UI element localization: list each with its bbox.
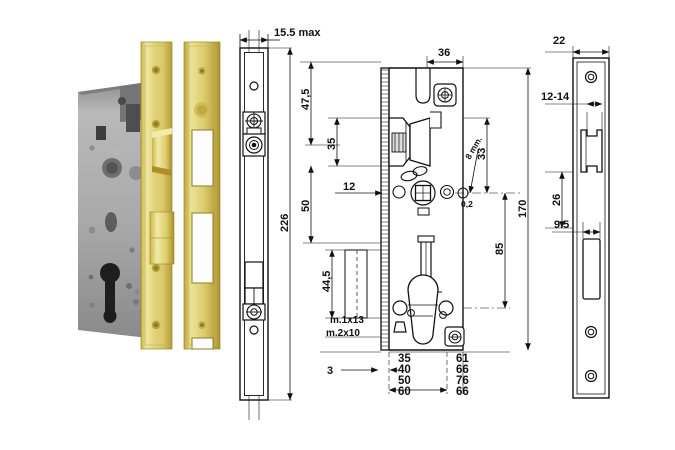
table-col1-row4: 60 [398,386,411,398]
dim-latch-center: 35 [326,138,338,150]
latch-bolt [152,128,172,176]
dim-case-width: 36 [438,47,450,59]
dim-strike-95: 9.5 [554,219,569,231]
dead-bolt [149,211,175,265]
dim-faceplate-thickness: 3 [327,365,333,377]
dim-twelve: 12 [343,181,355,193]
table-col2-row1: 61 [456,353,469,365]
dim-plate-width: 22 [553,35,565,47]
dim-backset-top: 47,5 [300,89,312,110]
dim-centre-distance: 85 [494,243,506,255]
dim-tolerance: 0,2 [461,199,473,209]
table-col2-row3: 76 [456,375,469,387]
note-screw-2: m.2x10 [326,328,360,339]
dim-strike-lip: 12-14 [541,91,570,103]
cylinder-cutout [407,274,439,345]
main-lock-body-view [380,67,469,351]
dim-faceplate-width: 15.5 max [274,27,321,39]
euro-cylinder-keyhole [100,263,120,323]
dim-case-depth: 33 [476,148,488,160]
spindle-hole [410,180,436,206]
dim-strike-26: 26 [551,194,563,206]
edge-view [239,30,269,420]
lock-faceplate [140,41,175,350]
table-col2-row4: 66 [456,386,469,398]
dim-fifty: 50 [300,200,312,212]
dimension-labels: 15.5 max 226 47,5 35 12 50 44,5 m.1x13 m… [274,27,570,377]
lock-photo [78,41,221,350]
table-col1-row3: 50 [398,375,411,387]
dim-case-height: 170 [517,200,529,218]
table-col1-row1: 35 [398,353,411,365]
note-screw-1: m.1x13 [330,315,364,326]
strike-plate [183,41,221,350]
dimension-table: 35 40 50 60 61 66 76 66 [398,353,469,398]
dim-lower-bolt: 44,5 [321,271,333,292]
latch-bolt-profile [388,117,431,167]
dim-overall-height: 226 [279,214,291,232]
table-col2-row2: 66 [456,364,469,376]
table-col1-row2: 40 [398,364,411,376]
dimension-lines [239,34,610,401]
